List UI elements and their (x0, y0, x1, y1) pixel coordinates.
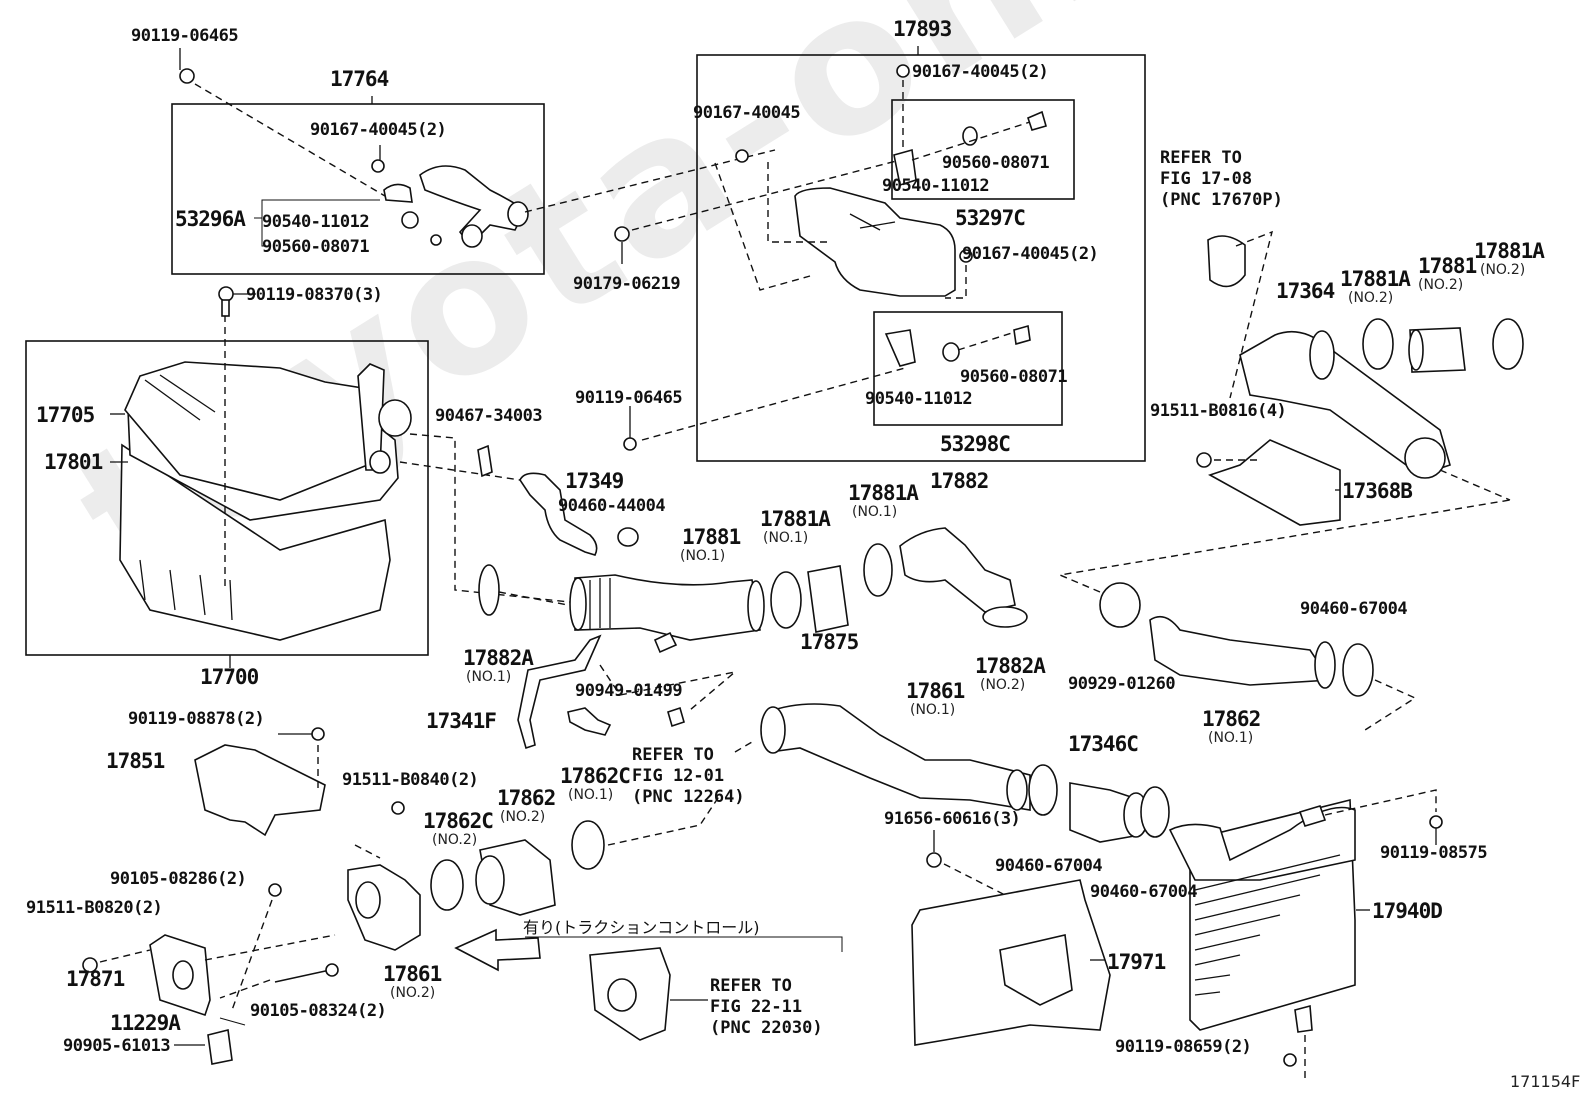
label-90167-40045-2-c: 90167-40045(2) (962, 244, 1099, 264)
air-cleaner-assembly-drawing (119, 303, 412, 641)
label-90119-08575: 90119-08575 (1380, 843, 1488, 863)
sub-17881A-no2-a: (NO.2) (1348, 290, 1394, 306)
sub-17881A-no1-a: (NO.1) (763, 530, 809, 546)
label-17940D: 17940D (1372, 899, 1443, 923)
sub-17862-no1: (NO.1) (1208, 730, 1254, 746)
label-90540-11012-c: 90540-11012 (865, 389, 973, 409)
label-17364: 17364 (1276, 279, 1335, 303)
box-17893 (696, 54, 1146, 462)
label-91511-B0816-4: 91511-B0816(4) (1150, 401, 1287, 421)
label-17861-no1: 17861 (906, 679, 965, 703)
label-17971: 17971 (1107, 950, 1166, 974)
label-90929-01260: 90929-01260 (1068, 674, 1176, 694)
label-17875: 17875 (800, 630, 859, 654)
label-17881A-no2-b: 17881A (1474, 239, 1545, 263)
sub-17862C-no1: (NO.1) (568, 787, 614, 803)
box-17764 (171, 103, 545, 275)
label-17368B: 17368B (1342, 479, 1413, 503)
label-17801: 17801 (44, 450, 103, 474)
label-17705: 17705 (36, 403, 95, 427)
label-90167-40045: 90167-40045 (693, 103, 801, 123)
label-group-17700: 17700 (200, 665, 259, 689)
label-90167-40045-2-a: 90167-40045(2) (310, 120, 447, 140)
label-90460-67004-c: 90460-67004 (1090, 882, 1198, 902)
label-90105-08324-2: 90105-08324(2) (250, 1001, 387, 1021)
figure-id: 171154F (1510, 1072, 1581, 1091)
label-17862C-no2: 17862C (423, 809, 494, 833)
sub-17881A-no2-b: (NO.2) (1480, 262, 1526, 278)
sub-17861-no2: (NO.2) (390, 985, 436, 1001)
sub-17862C-no2: (NO.2) (432, 832, 478, 848)
label-90105-08286-2: 90105-08286(2) (110, 869, 247, 889)
label-group-53297C: 53297C (955, 206, 1026, 230)
label-17881A-no1-b: 17881A (848, 481, 919, 505)
label-90119-06465-mid: 90119-06465 (575, 388, 683, 408)
label-17881A-no1-a: 17881A (760, 507, 831, 531)
box-17700 (25, 340, 429, 656)
label-17881-no1: 17881 (682, 525, 741, 549)
label-group-53298C: 53298C (940, 432, 1011, 456)
label-11229A: 11229A (110, 1011, 181, 1035)
label-90119-06465-top: 90119-06465 (131, 26, 239, 46)
label-91511-B0820-2: 91511-B0820(2) (26, 898, 163, 918)
label-17349: 17349 (565, 469, 624, 493)
label-17346C: 17346C (1068, 732, 1139, 756)
refer-fig-22-11[interactable]: REFER TO FIG 22-11 (PNC 22030) (710, 976, 823, 1038)
label-17882: 17882 (930, 469, 989, 493)
sub-17882A-no1: (NO.1) (466, 669, 512, 685)
label-90460-44004: 90460-44004 (558, 496, 666, 516)
refer-fig-17-08[interactable]: REFER TO FIG 17-08 (PNC 17670P) (1160, 148, 1283, 210)
label-group-53296A: 53296A (175, 207, 246, 231)
sub-17861-no1: (NO.1) (910, 702, 956, 718)
label-17862-no1: 17862 (1202, 707, 1261, 731)
refer-fig-12-01[interactable]: REFER TO FIG 12-01 (PNC 12264) (632, 745, 745, 807)
label-17862C-no1: 17862C (560, 764, 631, 788)
label-91511-B0840-2: 91511-B0840(2) (342, 770, 479, 790)
label-90949-01499: 90949-01499 (575, 681, 683, 701)
label-17881-no2: 17881 (1418, 254, 1477, 278)
label-90167-40045-2-b: 90167-40045(2) (912, 62, 1049, 82)
label-90179-06219: 90179-06219 (573, 274, 681, 294)
label-90119-08878-2: 90119-08878(2) (128, 709, 265, 729)
label-90119-08370-3: 90119-08370(3) (246, 285, 383, 305)
label-group-17764: 17764 (330, 67, 389, 91)
label-90460-67004-a: 90460-67004 (1300, 599, 1408, 619)
label-90905-61013: 90905-61013 (63, 1036, 171, 1056)
label-90560-08071-a: 90560-08071 (262, 237, 370, 257)
label-17881A-no2-a: 17881A (1340, 267, 1411, 291)
label-90467-34003: 90467-34003 (435, 406, 543, 426)
label-90540-11012-b: 90540-11012 (882, 176, 990, 196)
label-17882A-no1: 17882A (463, 646, 534, 670)
traction-control-note: 有り(トラクションコントロール) (523, 918, 760, 937)
box-53297C (891, 99, 1075, 200)
label-17341F: 17341F (426, 709, 497, 733)
label-group-17893: 17893 (893, 17, 952, 41)
box-53298C (873, 311, 1063, 426)
sub-17881A-no1-b: (NO.1) (852, 504, 898, 520)
label-91656-60616-3: 91656-60616(3) (884, 809, 1021, 829)
label-90560-08071-b: 90560-08071 (942, 153, 1050, 173)
label-17882A-no2: 17882A (975, 654, 1046, 678)
label-17861-no2: 17861 (383, 962, 442, 986)
label-90460-67004-b: 90460-67004 (995, 856, 1103, 876)
sub-17881-no1: (NO.1) (680, 548, 726, 564)
sub-17881-no2: (NO.2) (1418, 277, 1464, 293)
label-17862-no2: 17862 (497, 786, 556, 810)
label-90560-08071-c: 90560-08071 (960, 367, 1068, 387)
label-90119-08659-2: 90119-08659(2) (1115, 1037, 1252, 1057)
sub-17882A-no2: (NO.2) (980, 677, 1026, 693)
sub-17862-no2: (NO.2) (500, 809, 546, 825)
label-90540-11012-a: 90540-11012 (262, 212, 370, 232)
label-17871: 17871 (66, 967, 125, 991)
label-17851: 17851 (106, 749, 165, 773)
